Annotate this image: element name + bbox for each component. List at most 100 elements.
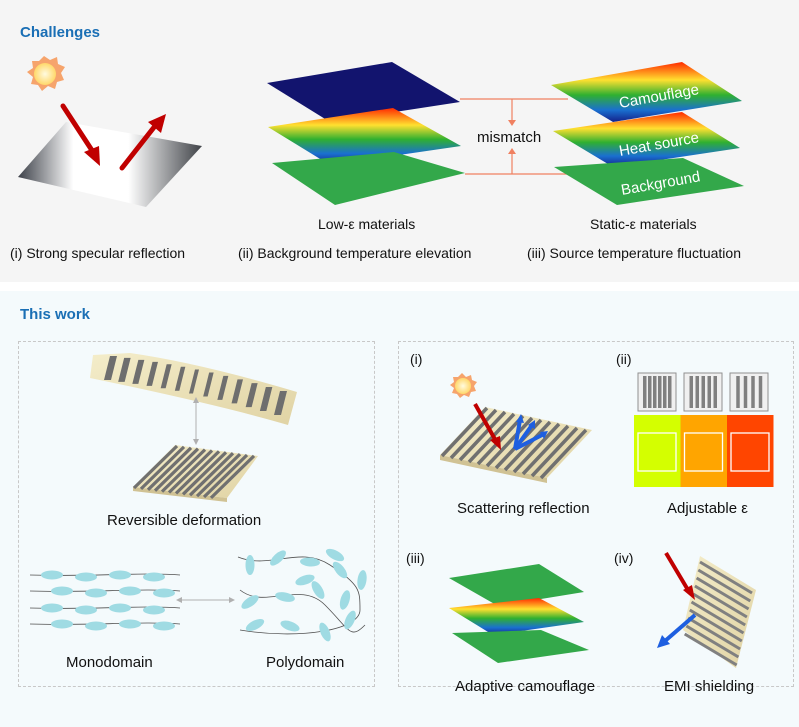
- grating-bar: [658, 376, 662, 408]
- chain: [239, 589, 366, 633]
- grating-bar: [701, 376, 705, 408]
- grating-bar: [758, 376, 763, 408]
- stripe: [132, 359, 145, 384]
- mesogen: [325, 548, 345, 562]
- mesogen: [332, 561, 348, 579]
- sun-icon-small: [450, 373, 477, 398]
- grating-bar: [643, 376, 647, 408]
- item-iv-caption: EMI shielding: [664, 678, 755, 695]
- stripe: [118, 357, 131, 382]
- stripe: [694, 584, 748, 619]
- emissivity-block: [680, 415, 727, 487]
- item-iii-caption: Adaptive camouflage: [455, 678, 596, 695]
- stripe: [160, 448, 207, 493]
- item-ii-index: (ii): [616, 351, 632, 367]
- emi-incident-arrow-icon: [664, 551, 695, 600]
- static-epsilon-label: Static-ε materials: [590, 216, 697, 232]
- stripe: [440, 406, 489, 458]
- mesogen: [357, 570, 367, 590]
- stretched-stripes: [104, 356, 287, 415]
- mesogen: [51, 586, 73, 596]
- mesogen: [275, 592, 295, 602]
- mesogen: [75, 572, 97, 582]
- mesogen: [245, 555, 255, 575]
- scattered-arrows-icon: [513, 419, 545, 451]
- stripe: [503, 420, 552, 472]
- stripe: [174, 366, 186, 391]
- emissivity-block: [634, 415, 681, 487]
- grating-bar: [689, 376, 693, 408]
- mesogen: [339, 590, 351, 610]
- mesogen: [295, 574, 315, 586]
- mesogen: [41, 603, 63, 613]
- mesogen: [153, 588, 175, 598]
- emissivity-window: [730, 432, 770, 472]
- stripe: [209, 454, 256, 500]
- monodomain-label: Monodomain: [66, 654, 153, 671]
- grating-bar: [653, 376, 657, 408]
- grating-icons: [637, 372, 769, 412]
- item-iv-index: (iv): [614, 550, 634, 566]
- incident-arrow-small-icon: [473, 403, 501, 450]
- mesogen: [109, 603, 131, 613]
- stripe: [139, 445, 186, 491]
- stripe: [687, 616, 741, 651]
- reflected-arrow-icon: [119, 114, 166, 171]
- mesogen: [51, 619, 73, 629]
- mesogen: [344, 610, 356, 630]
- stripe: [167, 449, 214, 494]
- caption-specular-reflection: (i) Strong specular reflection: [10, 245, 186, 261]
- mesogen: [41, 570, 63, 580]
- this-work-heading: This work: [20, 306, 91, 323]
- stripe: [104, 356, 117, 380]
- stripe: [146, 361, 158, 386]
- mesogen: [280, 620, 300, 632]
- sun-icon: [27, 56, 65, 91]
- grating-bar: [695, 376, 699, 408]
- challenges-heading: Challenges: [20, 24, 101, 41]
- relaxed-stripes: [132, 444, 256, 500]
- emissivity-blocks: [634, 415, 774, 487]
- grating-bar: [663, 376, 667, 408]
- stripe: [697, 568, 752, 603]
- camouflage-heat-plate: [449, 598, 584, 635]
- stripe: [217, 375, 229, 400]
- mesogen: [109, 570, 131, 580]
- background-plate-2: [554, 158, 744, 205]
- stripe: [458, 410, 507, 462]
- stripe: [259, 387, 273, 412]
- grating-bar: [743, 376, 748, 408]
- navy-plate: [267, 62, 460, 122]
- mesogen: [85, 588, 107, 598]
- mesogen: [270, 550, 286, 566]
- item-iii-index: (iii): [406, 550, 425, 566]
- mesogen: [143, 572, 165, 582]
- mesogen: [311, 581, 325, 599]
- grating-bar: [707, 376, 711, 408]
- mesogen: [75, 605, 97, 615]
- stripe: [174, 450, 221, 495]
- mesogen: [300, 557, 320, 567]
- stripe: [231, 379, 243, 404]
- camouflage-plate: [551, 62, 742, 122]
- polydomain-label: Polydomain: [266, 654, 345, 671]
- heat-source-plate: [268, 108, 461, 165]
- stripe: [203, 372, 214, 397]
- stripe: [146, 446, 193, 491]
- mesogen: [153, 621, 175, 631]
- camouflage-top-plate: [449, 564, 584, 606]
- mesogen: [85, 621, 107, 631]
- mesogen: [119, 619, 141, 629]
- background-plate: [272, 152, 465, 205]
- mesogen: [143, 605, 165, 615]
- stripe: [485, 416, 534, 468]
- grating-bar: [736, 376, 740, 408]
- emissivity-window: [683, 432, 724, 472]
- mesogen: [241, 595, 259, 609]
- stripe: [539, 428, 588, 480]
- emi-stripes: [683, 560, 753, 667]
- stripe: [685, 624, 740, 659]
- polydomain-graphic: [237, 548, 367, 642]
- mesogen: [319, 622, 331, 642]
- stripe: [245, 383, 258, 408]
